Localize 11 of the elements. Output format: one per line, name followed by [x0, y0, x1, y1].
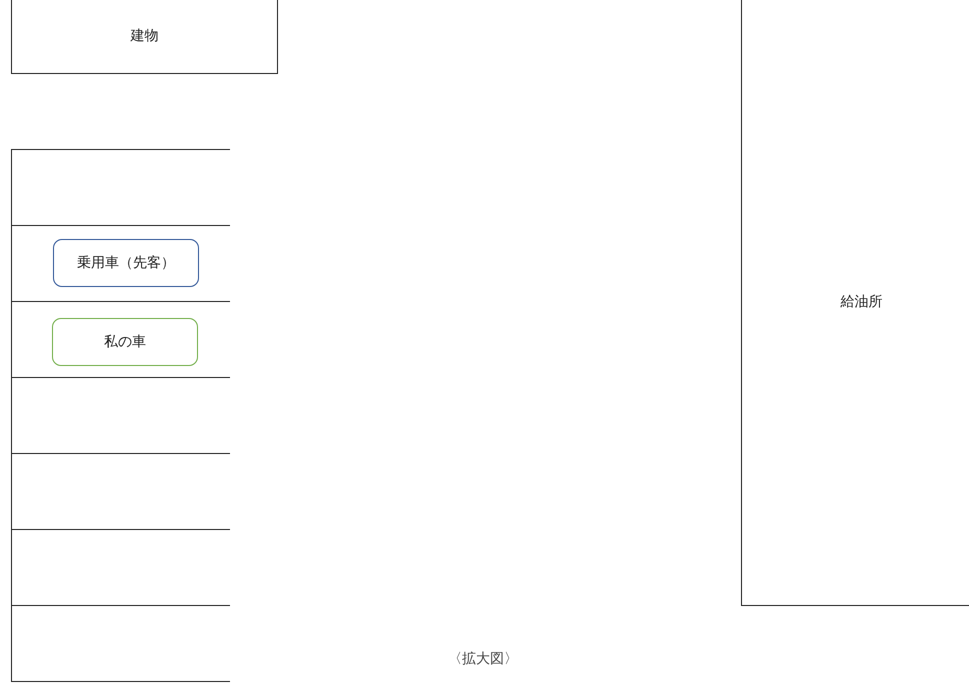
node-label: 給油所 — [840, 292, 882, 310]
caption: 〈拡大図〉 — [448, 650, 518, 668]
gas-station-block — [741, 0, 969, 606]
node-label: 建物 — [130, 26, 158, 44]
parking-space — [11, 149, 230, 226]
node-label: 乗用車（先客） — [77, 254, 175, 272]
car-block — [52, 318, 198, 366]
building-block — [11, 0, 278, 74]
parking-space — [11, 605, 230, 682]
car-block — [53, 239, 199, 287]
node-label: 私の車 — [104, 333, 146, 351]
